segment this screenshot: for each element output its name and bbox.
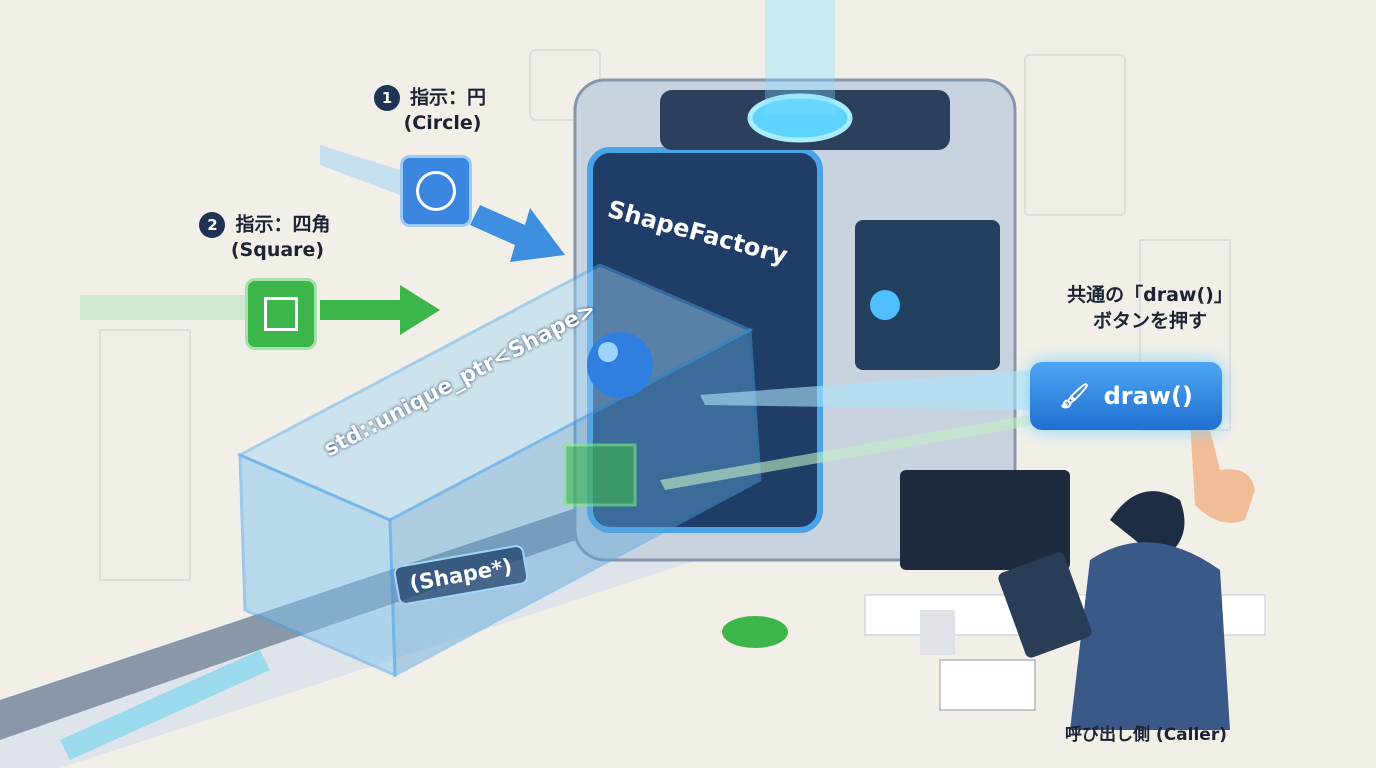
step-2-number: 2 [199,212,226,238]
square-instruction-card [245,278,317,350]
paper-note [939,659,1036,711]
person-head [1110,491,1185,560]
toggle-disc [722,616,788,648]
circle-icon [416,171,456,211]
pointing-hand-icon [1190,416,1255,523]
caller-caption: 呼び出し側 (Caller) [1065,725,1227,745]
square-cube-shape [563,443,637,507]
step-1-number: 1 [373,85,400,111]
circle-instruction-card [400,155,472,227]
draw-hint: 共通の「draw()」ボタンを押す [1067,284,1233,332]
paintbrush-icon: 🖌 [1059,382,1090,410]
arrow-square-icon [320,285,440,335]
caller-person [1070,542,1230,730]
arrow-circle-icon [470,205,565,262]
tablet-icon [998,552,1092,658]
square-icon [264,297,298,331]
draw-button[interactable]: 🖌 draw() [1030,362,1222,430]
circle-shape [587,332,653,398]
plant-pot [920,610,955,655]
code-monitor [900,470,1070,570]
